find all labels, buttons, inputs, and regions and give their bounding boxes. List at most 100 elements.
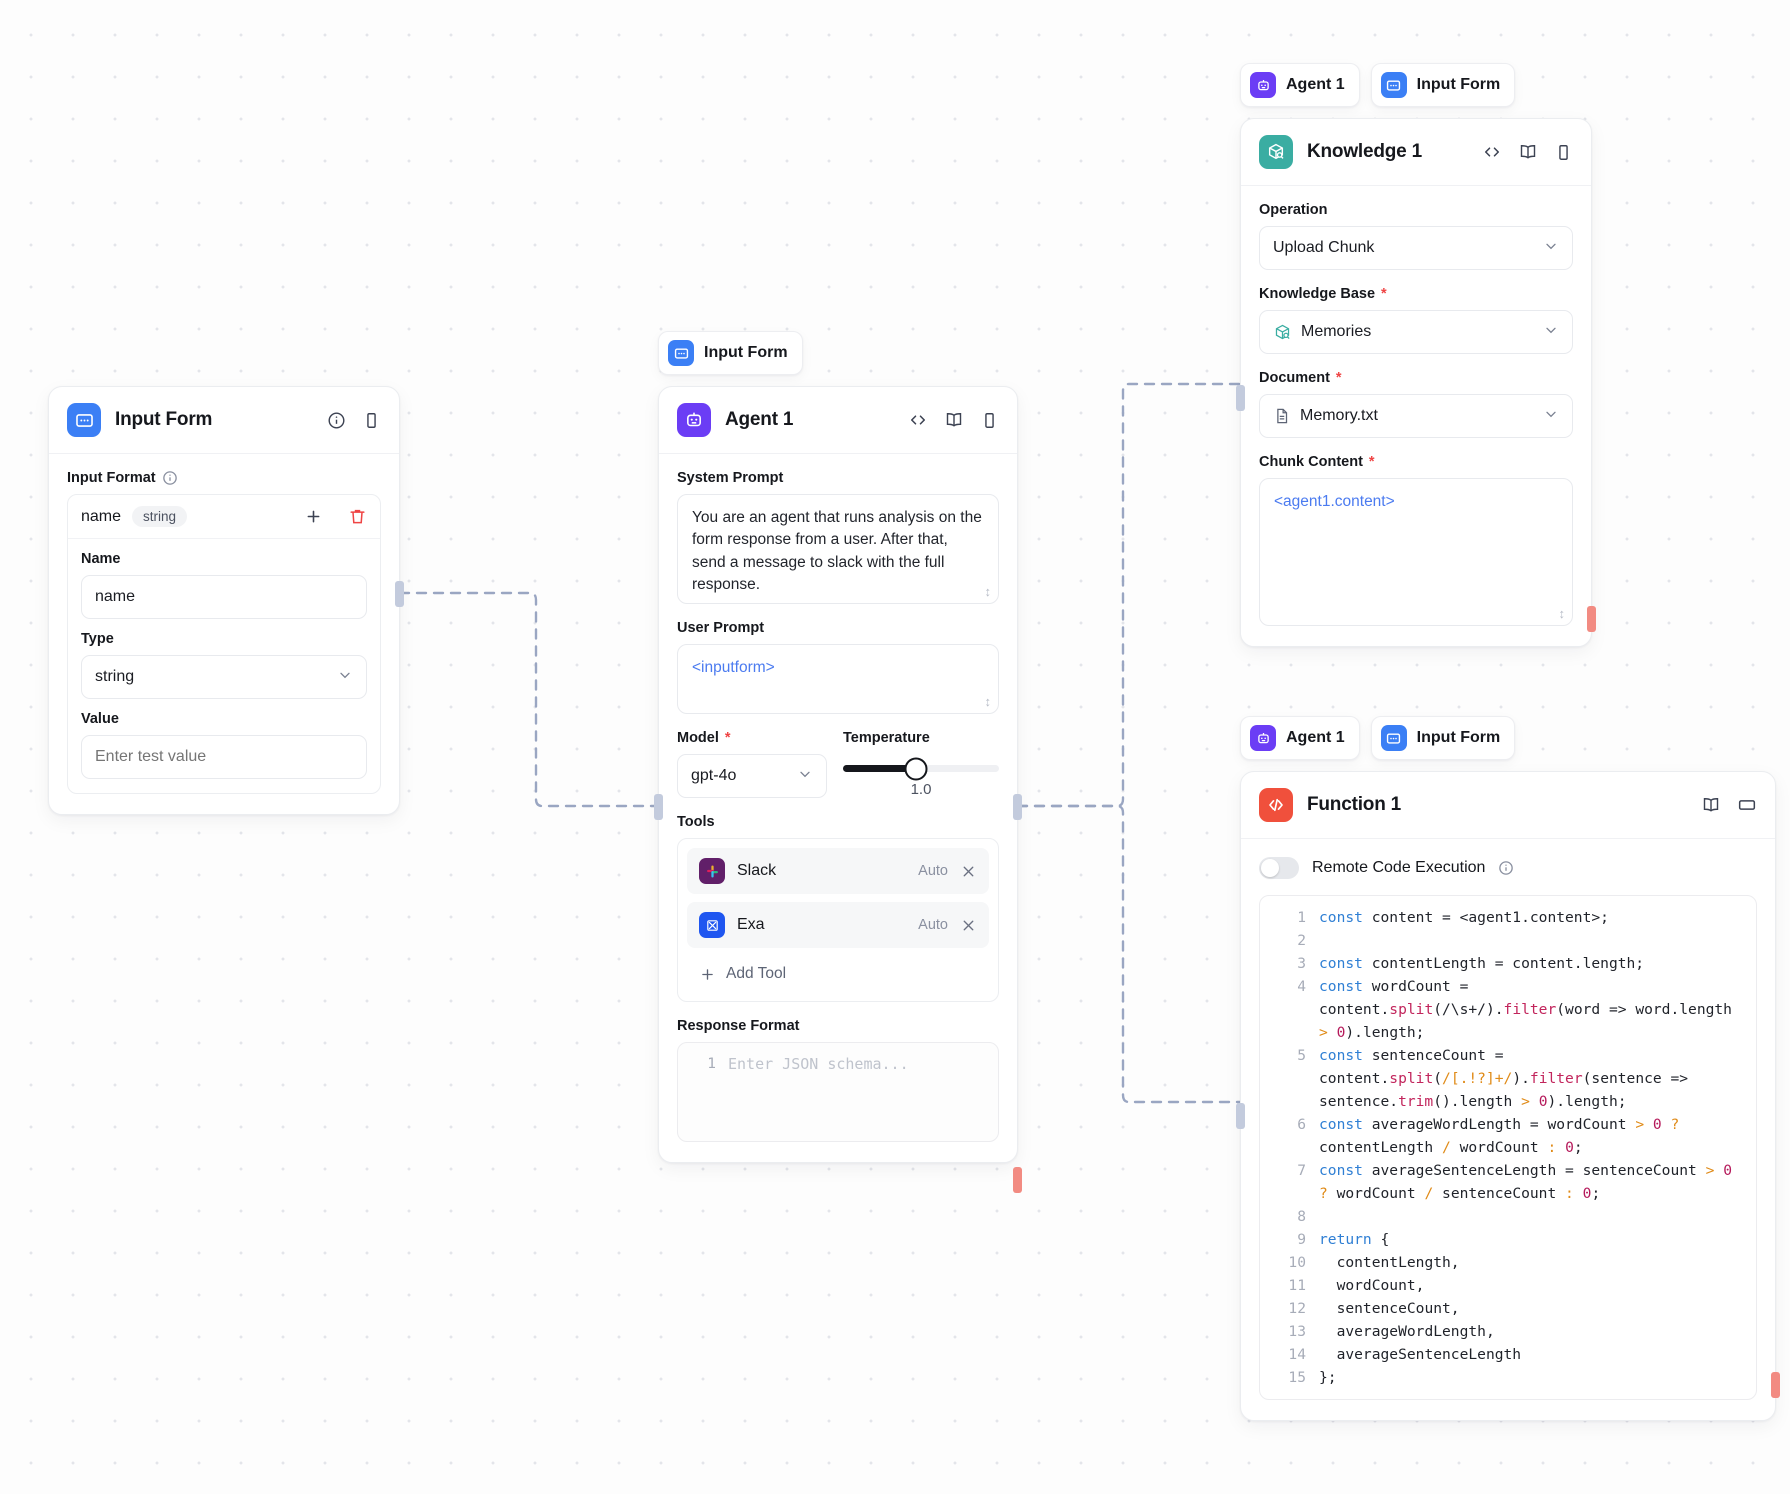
type-select[interactable]: string	[81, 655, 367, 699]
node-agent-1[interactable]: Agent 1 System Prompt You are an agent t…	[654, 386, 1022, 1193]
tools-label: Tools	[677, 814, 715, 830]
output-handle[interactable]	[1013, 794, 1022, 820]
code-text: contentLength,	[1319, 1254, 1460, 1271]
window-icon[interactable]	[1737, 795, 1757, 815]
panel-icon[interactable]	[362, 411, 381, 430]
info-icon[interactable]	[327, 411, 346, 430]
input-handle[interactable]	[654, 794, 663, 820]
name-input[interactable]: name	[81, 575, 367, 619]
code-line: 13 averageWordLength,	[1260, 1320, 1756, 1343]
badge-label: Input Form	[704, 344, 788, 361]
line-number: 3	[1297, 955, 1306, 972]
agent-input-badges: Input Form	[658, 331, 803, 375]
remove-tool-button[interactable]	[960, 917, 977, 934]
error-handle[interactable]	[1771, 1372, 1780, 1398]
error-handle[interactable]	[1587, 606, 1596, 632]
user-prompt-value: <inputform>	[692, 659, 775, 676]
agent-title: Agent 1	[725, 409, 794, 430]
chevron-down-icon	[797, 766, 813, 787]
resize-handle-icon[interactable]: ↕	[984, 694, 992, 709]
node-input-form[interactable]: Input Form Input Format	[48, 386, 404, 815]
slack-icon	[699, 858, 725, 884]
agent-body: System Prompt You are an agent that runs…	[659, 454, 1017, 1162]
add-tool-button[interactable]: Add Tool	[687, 956, 989, 992]
input-form-header[interactable]: Input Form	[49, 387, 399, 454]
value-input[interactable]	[81, 735, 367, 779]
panel-icon[interactable]	[980, 411, 999, 430]
input-handle[interactable]	[1236, 1103, 1245, 1129]
input-form-icon	[67, 403, 101, 437]
resize-handle-icon[interactable]: ↕	[1558, 606, 1566, 621]
code-line: 14 averageSentenceLength	[1260, 1343, 1756, 1366]
code-icon[interactable]	[1482, 142, 1502, 162]
add-field-button[interactable]	[304, 507, 323, 526]
chevron-down-icon	[1543, 322, 1559, 343]
badge-agent-1[interactable]: Agent 1	[1240, 716, 1360, 760]
panel-icon[interactable]	[1554, 143, 1573, 162]
remove-tool-button[interactable]	[960, 863, 977, 880]
input-format-field-body: Name name Type string Value	[68, 539, 380, 793]
user-prompt-textarea[interactable]: <inputform> ↕	[677, 644, 999, 714]
info-icon[interactable]	[162, 470, 178, 486]
remote-code-execution-row: Remote Code Execution	[1259, 855, 1757, 895]
badge-input-form[interactable]: Input Form	[1370, 716, 1516, 760]
chevron-down-icon	[1543, 238, 1559, 259]
add-tool-label: Add Tool	[726, 965, 787, 982]
tools-list: Slack Auto Exa Auto	[677, 838, 999, 1002]
book-icon[interactable]	[944, 410, 964, 430]
delete-field-button[interactable]	[348, 507, 367, 526]
temperature-slider[interactable]	[843, 757, 999, 780]
temperature-slider-knob[interactable]	[904, 757, 928, 780]
response-format-editor[interactable]: 1 Enter JSON schema...	[677, 1042, 999, 1142]
code-icon[interactable]	[908, 410, 928, 430]
input-handle[interactable]	[1236, 385, 1245, 411]
badge-input-form[interactable]: Input Form	[1370, 63, 1516, 107]
knowledge-base-select[interactable]: Memories	[1259, 310, 1573, 354]
input-form-icon	[1380, 72, 1407, 98]
output-handle[interactable]	[395, 581, 404, 607]
knowledge-icon	[1273, 323, 1292, 342]
function-header[interactable]: Function 1	[1241, 772, 1775, 839]
code-text: const contentLength = content.length;	[1319, 955, 1645, 972]
badge-label: Agent 1	[1286, 729, 1345, 746]
book-icon[interactable]	[1518, 142, 1538, 162]
info-icon[interactable]	[1498, 860, 1514, 876]
badge-input-form[interactable]: Input Form	[658, 331, 803, 375]
agent-header[interactable]: Agent 1	[659, 387, 1017, 454]
function-input-badges: Agent 1 Input Form	[1240, 716, 1516, 760]
node-knowledge-1[interactable]: Knowledge 1 Operation Upload Chunk	[1236, 118, 1596, 647]
chunk-content-label-row: Chunk Content *	[1259, 454, 1573, 470]
knowledge-input-badges: Agent 1 Input Form	[1240, 63, 1516, 107]
model-select[interactable]: gpt-4o	[677, 754, 827, 798]
operation-label: Operation	[1259, 202, 1328, 218]
knowledge-base-required-marker: *	[1381, 286, 1387, 302]
tool-mode[interactable]: Auto	[918, 917, 948, 933]
chunk-content-textarea[interactable]: <agent1.content> ↕	[1259, 478, 1573, 626]
document-required-marker: *	[1335, 370, 1342, 386]
code-text: };	[1319, 1369, 1337, 1386]
operation-select[interactable]: Upload Chunk	[1259, 226, 1573, 270]
code-line: 12 sentenceCount,	[1260, 1297, 1756, 1320]
remote-code-execution-toggle[interactable]	[1259, 857, 1299, 879]
book-icon[interactable]	[1701, 795, 1721, 815]
chunk-content-required-marker: *	[1368, 454, 1375, 470]
resize-handle-icon[interactable]: ↕	[984, 584, 992, 599]
document-select[interactable]: Memory.txt	[1259, 394, 1573, 438]
badge-agent-1[interactable]: Agent 1	[1240, 63, 1360, 107]
value-label: Value	[81, 711, 119, 727]
tool-row[interactable]: Exa Auto	[687, 902, 989, 948]
agent-icon	[1250, 725, 1276, 751]
system-prompt-textarea[interactable]: You are an agent that runs analysis on t…	[677, 494, 999, 604]
document-label: Document	[1259, 370, 1330, 386]
tool-mode[interactable]: Auto	[918, 863, 948, 879]
error-handle[interactable]	[1013, 1167, 1022, 1193]
chevron-down-icon	[337, 667, 353, 688]
toggle-knob	[1261, 859, 1279, 877]
node-function-1[interactable]: Function 1 Remote Code Execution	[1236, 771, 1780, 1421]
tool-row[interactable]: Slack Auto	[687, 848, 989, 894]
knowledge-header[interactable]: Knowledge 1	[1241, 119, 1591, 186]
